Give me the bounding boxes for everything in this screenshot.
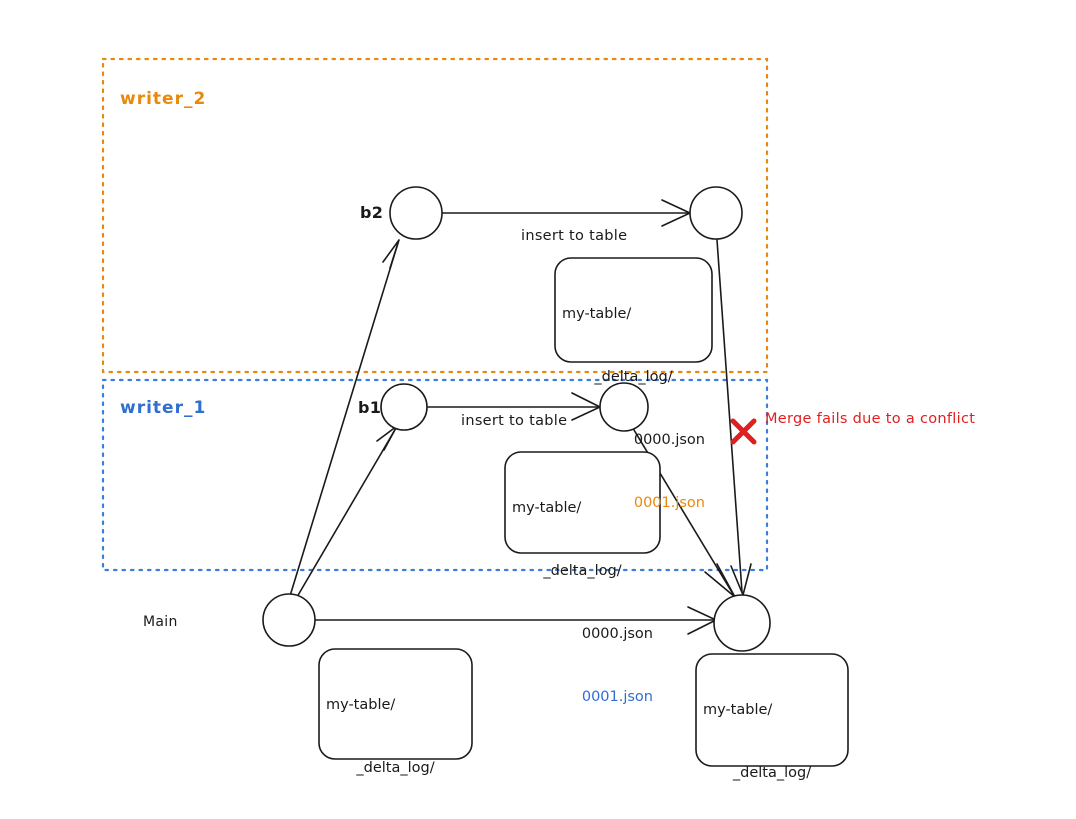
- zone-writer-1: [101, 378, 769, 572]
- edge-b2commit-to-merge: [716, 239, 743, 593]
- filebox-writer2-line1: my-table/: [562, 306, 632, 322]
- filebox-merge-line2: _delta_log/: [732, 765, 812, 781]
- edge-main-to-b2: [289, 242, 399, 597]
- node-b2-commit[interactable]: [689, 186, 743, 240]
- filebox-main-line2: _delta_log/: [356, 760, 435, 776]
- filebox-main-line1: my-table/: [326, 697, 396, 713]
- filebox-writer1-line2: _delta_log/: [543, 563, 622, 579]
- filebox-writer2-line2: _delta_log/: [594, 369, 673, 385]
- x-mark-icon: [730, 418, 757, 445]
- filebox-writer1-line1: my-table/: [512, 500, 582, 516]
- zone-label-writer-1: writer_1: [120, 398, 207, 418]
- zone-label-writer-2: writer_2: [120, 89, 207, 109]
- edge-label-writer2-insert: insert to table: [521, 228, 628, 244]
- edge-label-writer1-insert: insert to table: [461, 413, 568, 429]
- arrowhead-main-to-b2: [382, 239, 400, 269]
- filebox-main-text: my-table/ _delta_log/ 0000.json: [326, 653, 465, 819]
- filebox-writer1-line3: 0000.json: [581, 626, 653, 642]
- filebox-writer1-line4: 0001.json: [581, 689, 653, 705]
- node-label-b1: b1: [358, 398, 382, 417]
- zone-writer-2: [101, 57, 769, 374]
- arrowhead-main-to-b1: [376, 425, 398, 451]
- filebox-writer2-shape: [554, 257, 713, 363]
- node-b1[interactable]: [380, 383, 428, 431]
- filebox-merge-shape: [695, 653, 849, 767]
- node-label-b2: b2: [360, 203, 384, 222]
- edge-main-to-b1: [296, 427, 397, 598]
- filebox-merge-line1: my-table/: [703, 702, 773, 718]
- filebox-writer2-line3: 0000.json: [633, 432, 705, 448]
- filebox-writer1-shape: [504, 451, 661, 554]
- node-label-main: Main: [143, 614, 178, 630]
- filebox-writer1-text: my-table/ _delta_log/ 0000.json 0001.jso…: [512, 456, 653, 750]
- node-merge[interactable]: [713, 594, 771, 652]
- node-b2[interactable]: [389, 186, 443, 240]
- conflict-annotation: Merge fails due to a conflict: [765, 411, 976, 427]
- node-b1-commit[interactable]: [599, 382, 649, 432]
- filebox-writer2-line4: 0001.json: [633, 495, 705, 511]
- filebox-main-shape: [318, 648, 473, 760]
- filebox-merge-text: my-table/ _delta_log/ 0000.json 0001.jso…: [703, 658, 841, 819]
- node-main[interactable]: [262, 593, 316, 647]
- filebox-writer2-text: my-table/ _delta_log/ 0000.json 0001.jso…: [562, 262, 705, 556]
